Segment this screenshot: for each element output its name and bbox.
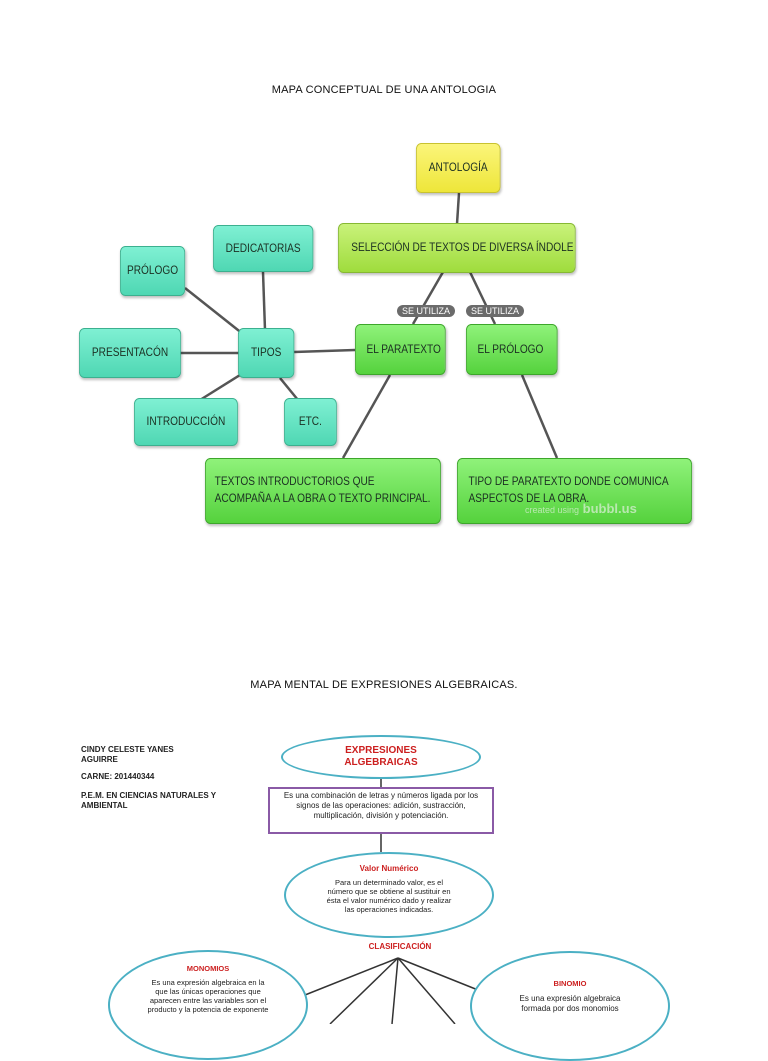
connector-clasif-monomios xyxy=(304,957,399,996)
monomios-text: Es una expresión algebraica en la que la… xyxy=(147,978,269,1014)
node-presentacion[interactable]: PRESENTACÓN xyxy=(79,328,182,378)
connector-label-se-utiliza-2: SE UTILIZA xyxy=(466,305,525,317)
center-title: EXPRESIONES ALGEBRAICAS xyxy=(344,745,418,768)
node-antologia[interactable]: ANTOLOGÍA xyxy=(416,143,501,193)
valor-numerico-title: Valor Numérico xyxy=(359,864,419,873)
valor-numerico-text: Para un determinado valor, es el número … xyxy=(326,878,452,914)
node-tipo-paratexto[interactable]: TIPO DE PARATEXTO DONDE COMUNICA ASPECTO… xyxy=(457,458,692,524)
connector-paratexto-textos xyxy=(341,374,392,459)
node-tipos[interactable]: TIPOS xyxy=(238,328,295,378)
node-paratexto[interactable]: EL PARATEXTO xyxy=(355,324,446,375)
valor-numerico-ellipse: Valor Numérico Para un determinado valor… xyxy=(284,852,494,938)
node-prologo-left[interactable]: PRÓLOGO xyxy=(120,246,186,296)
watermark-prefix: created using xyxy=(525,505,580,515)
connector-label-se-utiliza-1: SE UTILIZA xyxy=(397,305,456,317)
node-prologo-right[interactable]: EL PRÓLOGO xyxy=(466,324,558,375)
clasificacion-label: CLASIFICACIÓN xyxy=(368,942,432,951)
definition-box: Es una combinación de letras y números l… xyxy=(268,787,494,834)
monomios-title: MONOMIOS xyxy=(186,964,230,973)
connector-prologo-tipo xyxy=(520,374,559,459)
author-carne: CARNE: 201440344 xyxy=(81,772,155,781)
node-etc[interactable]: ETC. xyxy=(284,398,337,446)
connector-clasif-branch-3 xyxy=(397,957,456,1024)
node-dedicatorias[interactable]: DEDICATORIAS xyxy=(213,225,314,272)
connector-tipos-paratexto xyxy=(293,348,356,354)
center-ellipse: EXPRESIONES ALGEBRAICAS xyxy=(281,735,481,779)
binomio-text: Es una expresión algebraica formada por … xyxy=(519,994,621,1013)
author-name: CINDY CELESTE YANES AGUIRRE xyxy=(81,745,174,764)
mind-map-title: MAPA MENTAL DE EXPRESIONES ALGEBRAICAS. xyxy=(250,679,518,691)
connector-tipos-dedicatorias xyxy=(261,271,267,331)
connector-tipos-etc xyxy=(279,377,299,401)
binomio-title: BINOMIO xyxy=(553,979,587,988)
monomios-ellipse: MONOMIOS Es una expresión algebraica en … xyxy=(108,950,308,1060)
connector-clasif-branch-2 xyxy=(391,957,399,1024)
connector-clasif-binomio xyxy=(397,957,479,991)
connector-clasif-branch-1 xyxy=(329,957,399,1024)
node-introduccion[interactable]: INTRODUCCIÓN xyxy=(134,398,238,446)
watermark-brand: bubbl.us xyxy=(582,501,637,516)
author-program: P.E.M. EN CIENCIAS NATURALES Y AMBIENTAL xyxy=(81,791,216,810)
binomio-ellipse: BINOMIO Es una expresión algebraica form… xyxy=(470,951,670,1061)
node-textos-introductorios[interactable]: TEXTOS INTRODUCTORIOS QUE ACOMPAÑA A LA … xyxy=(205,458,441,524)
connector-antologia-seleccion xyxy=(455,192,461,225)
node-seleccion[interactable]: SELECCIÓN DE TEXTOS DE DIVERSA ÍNDOLE xyxy=(338,223,576,273)
bubblus-watermark: created using bubbl.us xyxy=(525,501,637,516)
concept-map-title: MAPA CONCEPTUAL DE UNA ANTOLOGIA xyxy=(271,84,497,96)
